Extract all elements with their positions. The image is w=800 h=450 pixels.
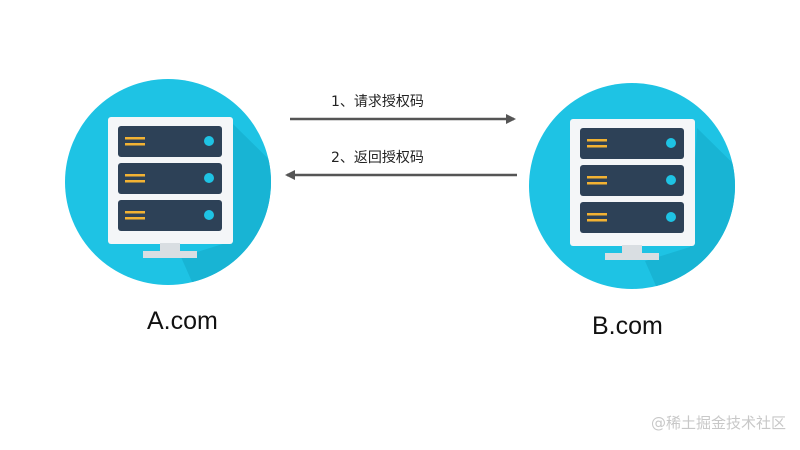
server-a-rack-unit-3: [118, 200, 222, 231]
server-a-stand-base: [143, 251, 197, 258]
server-a-stand-neck: [160, 243, 180, 252]
watermark: @稀土掘金技术社区: [650, 414, 786, 432]
node-label-a: A.com: [147, 307, 218, 335]
server-a-icon: [65, 79, 271, 285]
server-a-rack-unit-1: [118, 126, 222, 157]
server-a-rack-unit-2: [118, 163, 222, 194]
node-label-b: B.com: [592, 312, 663, 340]
server-b-rack-unit-3: [580, 202, 684, 233]
server-b-stand-neck: [622, 245, 642, 254]
edge-label-request: 1、请求授权码: [331, 94, 424, 110]
server-b-rack-unit-1: [580, 128, 684, 159]
server-b-stand-base: [605, 253, 659, 260]
server-b-rack-unit-2: [580, 165, 684, 196]
edge-label-return: 2、返回授权码: [331, 150, 424, 166]
server-b-icon: [529, 83, 735, 289]
